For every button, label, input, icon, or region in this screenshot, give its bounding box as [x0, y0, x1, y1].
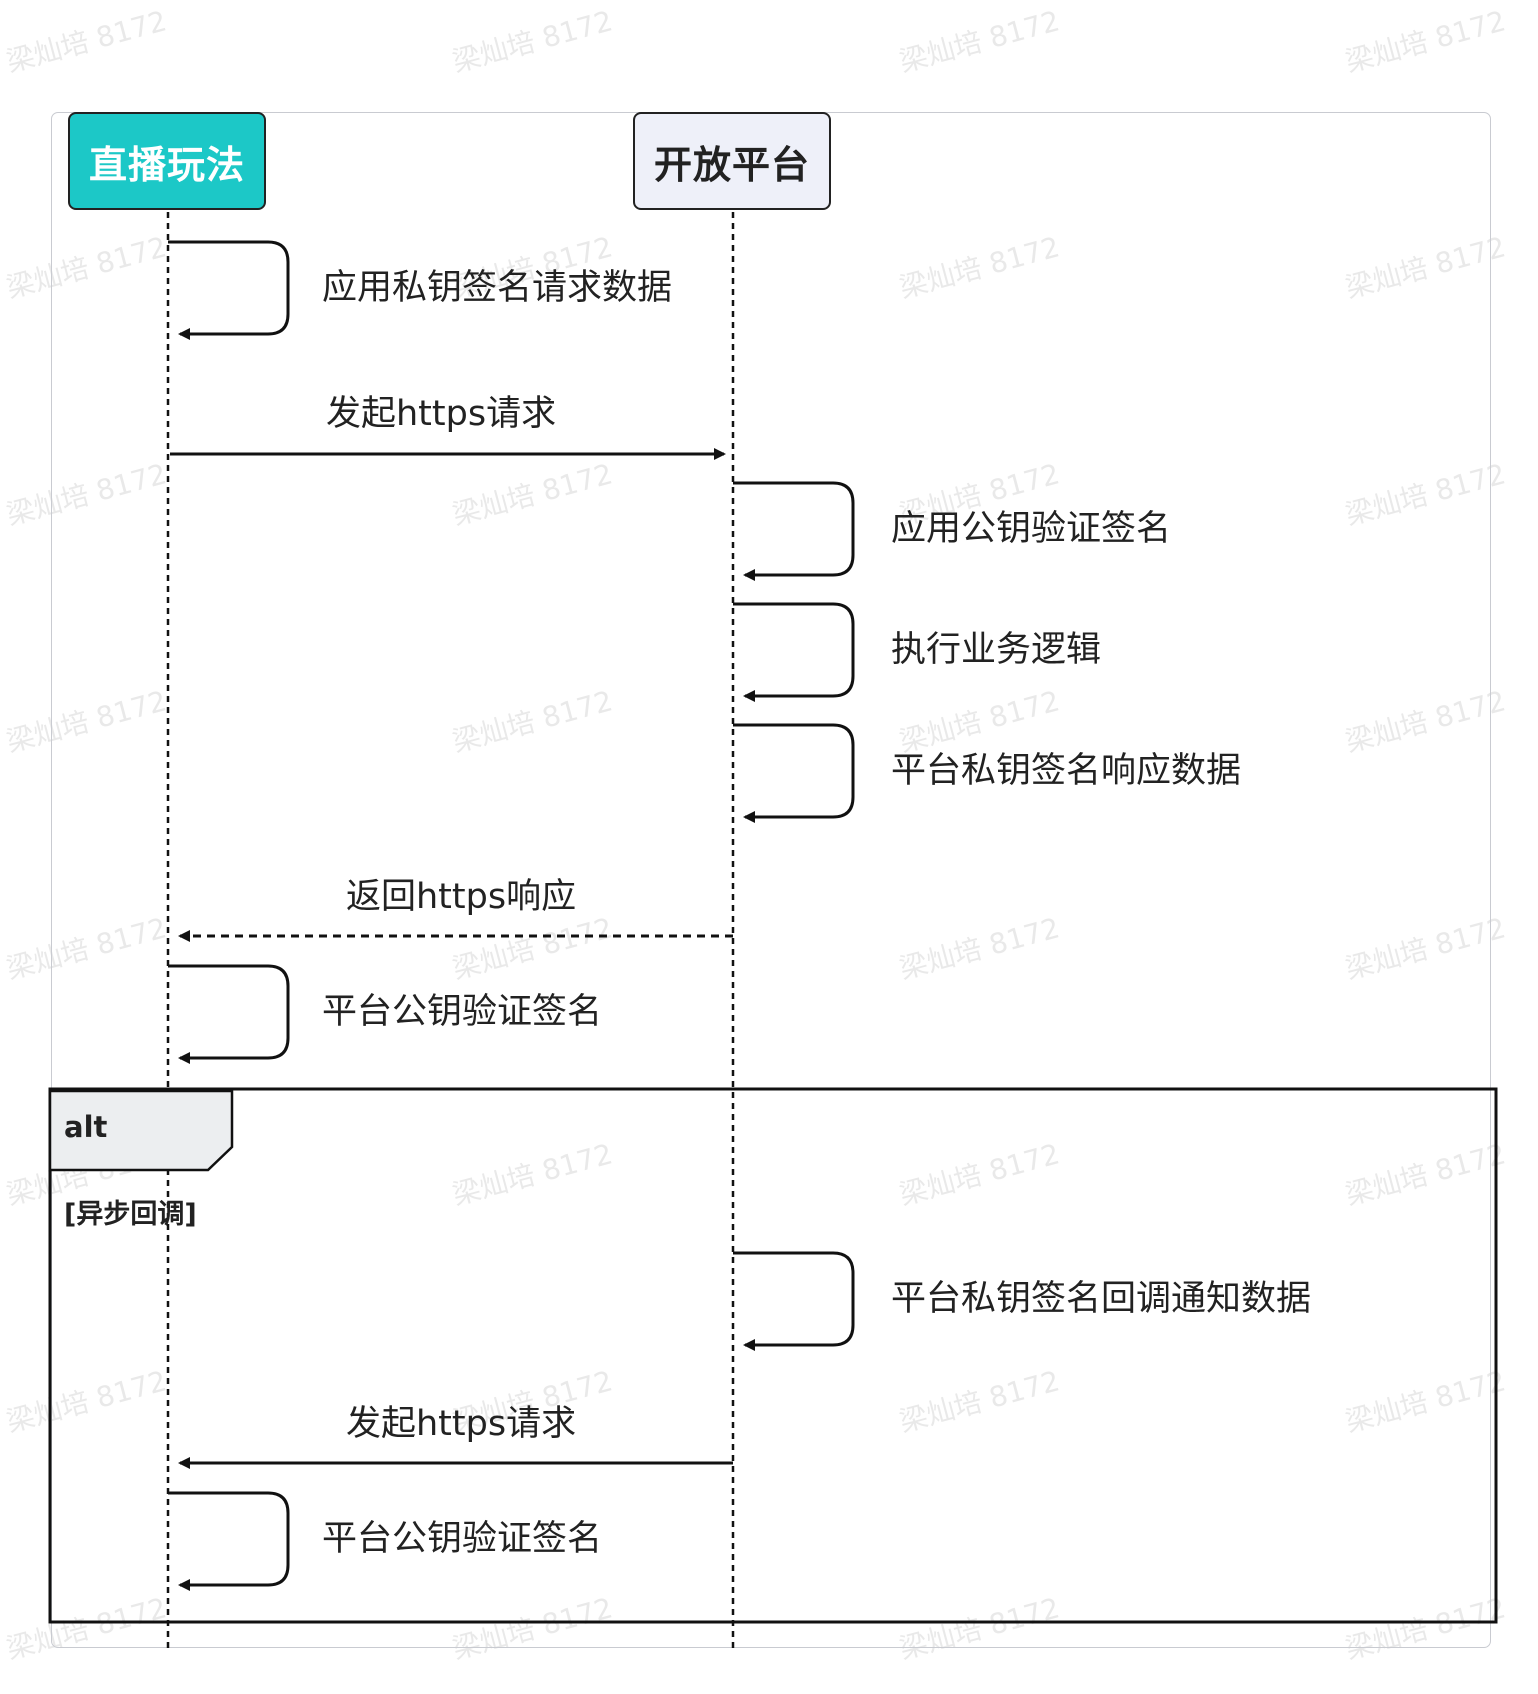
message-label-2: 发起https请求	[326, 394, 557, 434]
alt-fragment-box	[48, 1087, 1498, 1624]
message-label-9: 发起https请求	[346, 1404, 577, 1444]
message-label-4: 执行业务逻辑	[891, 630, 1102, 670]
participant-live-gameplay: 直播玩法	[68, 112, 266, 210]
self-loop-arrow-1	[168, 240, 290, 340]
message-label-8: 平台私钥签名回调通知数据	[891, 1279, 1312, 1319]
self-loop-arrow-5	[733, 723, 855, 823]
self-loop-arrow-8	[733, 1251, 855, 1351]
participant-open-platform: 开放平台	[633, 112, 831, 210]
message-label-7: 平台公钥验证签名	[322, 992, 603, 1032]
self-loop-arrow-4	[733, 602, 855, 702]
message-label-3: 应用公钥验证签名	[891, 509, 1172, 549]
alt-tab	[48, 1089, 234, 1172]
message-label-10: 平台公钥验证签名	[322, 1519, 603, 1559]
message-label-6: 返回https响应	[346, 877, 577, 917]
alt-condition: [异步回调]	[64, 1199, 197, 1230]
self-loop-arrow-7	[168, 964, 290, 1064]
message-label-5: 平台私钥签名响应数据	[891, 751, 1242, 791]
message-label-1: 应用私钥签名请求数据	[322, 268, 673, 308]
self-loop-arrow-10	[168, 1491, 290, 1591]
self-loop-arrow-3	[733, 481, 855, 581]
alt-label: alt	[64, 1110, 108, 1144]
